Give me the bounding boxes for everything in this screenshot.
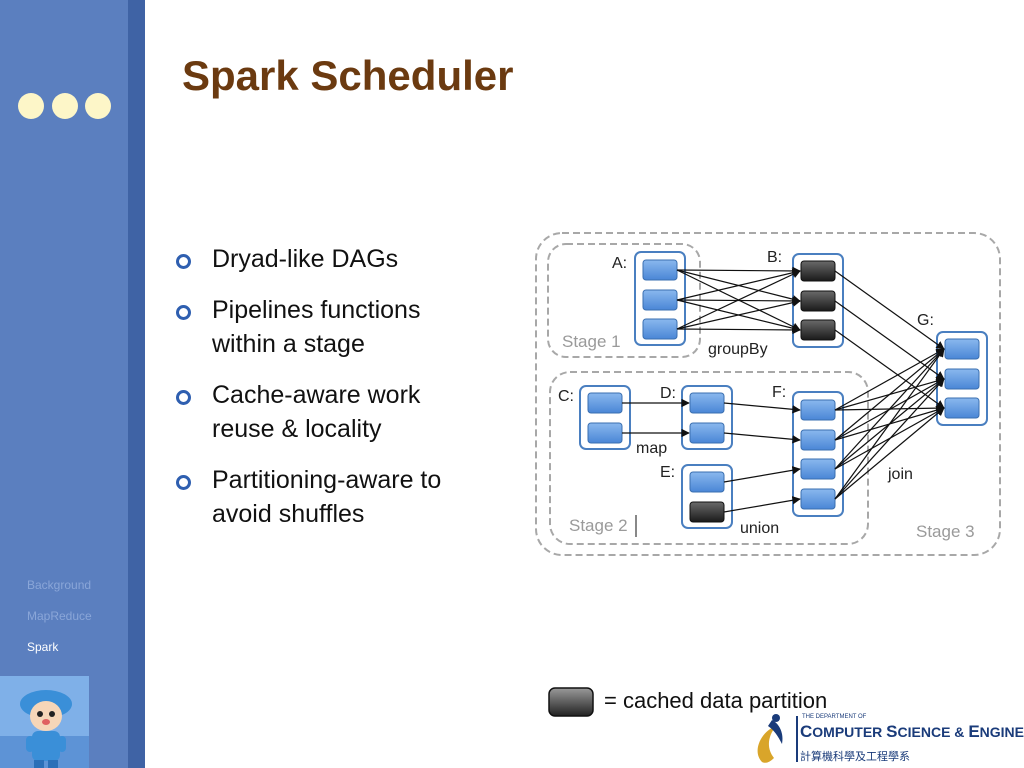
bullet-text: Dryad-like DAGs (212, 245, 399, 273)
rdd-label-d: D: (660, 385, 676, 402)
logo-small-text: THE DEPARTMENT OF (802, 714, 867, 720)
bullet-item: Partitioning-aware to avoid shuffles (176, 463, 476, 531)
partition-a-1 (642, 259, 678, 281)
logo-letter: C (800, 722, 813, 741)
rdd-label-f: F: (772, 384, 786, 401)
stage-3-boundary (535, 232, 1001, 556)
bullet-text: Cache-aware work reuse & locality (212, 381, 421, 443)
cached-partition-legend-swatch (548, 687, 594, 717)
union-edges (723, 402, 801, 513)
rdd-label-g: G: (917, 312, 934, 329)
nav-spark[interactable]: Spark (27, 640, 59, 654)
join-shuffle-edges (834, 348, 945, 500)
legend-text: = cached data partition (604, 688, 828, 713)
partition-d-2 (689, 422, 725, 444)
partition-a-2 (642, 289, 678, 311)
stage-2-label: Stage 2 (569, 516, 628, 535)
logo-word: NGINEERING (979, 724, 1024, 740)
spark-dag-diagram: A: B: C: D: E: F: G: Stage 1 Stage 2 Sta… (535, 232, 1001, 556)
groupby-shuffle-edges (676, 266, 801, 335)
partition-a-3 (642, 318, 678, 340)
sidebar (0, 0, 128, 768)
bullet-marker-icon (176, 390, 191, 405)
logo-letter: S (886, 722, 898, 741)
mascot-image (0, 676, 89, 768)
decor-dot-3 (85, 93, 111, 119)
logo-word: CIENCE & (897, 724, 969, 740)
bullet-item: Cache-aware work reuse & locality (176, 378, 476, 446)
bullet-list: Dryad-like DAGs Pipelines functions with… (176, 242, 476, 548)
bullet-item: Pipelines functions within a stage (176, 293, 476, 361)
partition-e-2-cached (689, 501, 725, 523)
partition-f-3 (800, 458, 836, 480)
department-logo-icon (757, 714, 783, 763)
partition-b-1-cached (800, 260, 836, 282)
rdd-label-a: A: (612, 255, 627, 272)
bullet-text: Partitioning-aware to avoid shuffles (212, 466, 442, 528)
rdd-label-c: C: (558, 388, 574, 405)
bullet-marker-icon (176, 475, 191, 490)
logo-letter: E (968, 722, 980, 741)
op-label-groupby: groupBy (708, 341, 768, 358)
partition-f-1 (800, 399, 836, 421)
stage-1-label: Stage 1 (562, 332, 621, 351)
bullet-text: Pipelines functions within a stage (212, 296, 421, 358)
nav-mapreduce[interactable]: MapReduce (27, 609, 92, 623)
logo-chinese-name: 計算機科學及工程學系 (800, 751, 910, 763)
join-b-edges (834, 270, 945, 409)
logo-word: OMPUTER (812, 724, 887, 740)
decor-dot-2 (52, 93, 78, 119)
partition-c-2 (587, 422, 623, 444)
partition-f-2 (800, 429, 836, 451)
partition-c-1 (587, 392, 623, 414)
op-label-map: map (636, 440, 667, 457)
slide-title: Spark Scheduler (182, 52, 514, 99)
rdd-label-b: B: (767, 249, 782, 266)
partition-g-3 (944, 397, 980, 419)
nav-background[interactable]: Background (27, 578, 92, 592)
rdd-label-e: E: (660, 464, 675, 481)
logo-department-name: COMPUTER SCIENCE & ENGINEERING (800, 722, 1024, 742)
stage-2-boundary (549, 371, 869, 545)
stage-3-label: Stage 3 (916, 522, 975, 541)
partition-b-3-cached (800, 319, 836, 341)
op-label-union: union (740, 520, 779, 537)
partition-g-2 (944, 368, 980, 390)
partition-d-1 (689, 392, 725, 414)
bullet-marker-icon (176, 254, 191, 269)
op-label-join: join (887, 466, 913, 483)
rdd-f-container (792, 391, 844, 517)
bullet-item: Dryad-like DAGs (176, 242, 476, 276)
bullet-marker-icon (176, 305, 191, 320)
decor-dot-1 (18, 93, 44, 119)
sidebar-edge (128, 0, 145, 768)
logo-divider (796, 716, 798, 762)
partition-f-4 (800, 488, 836, 510)
partition-g-1 (944, 338, 980, 360)
partition-e-1 (689, 471, 725, 493)
department-logo: THE DEPARTMENT OF COMPUTER SCIENCE & ENG… (752, 712, 1024, 768)
partition-b-2-cached (800, 290, 836, 312)
map-edges (622, 398, 690, 438)
